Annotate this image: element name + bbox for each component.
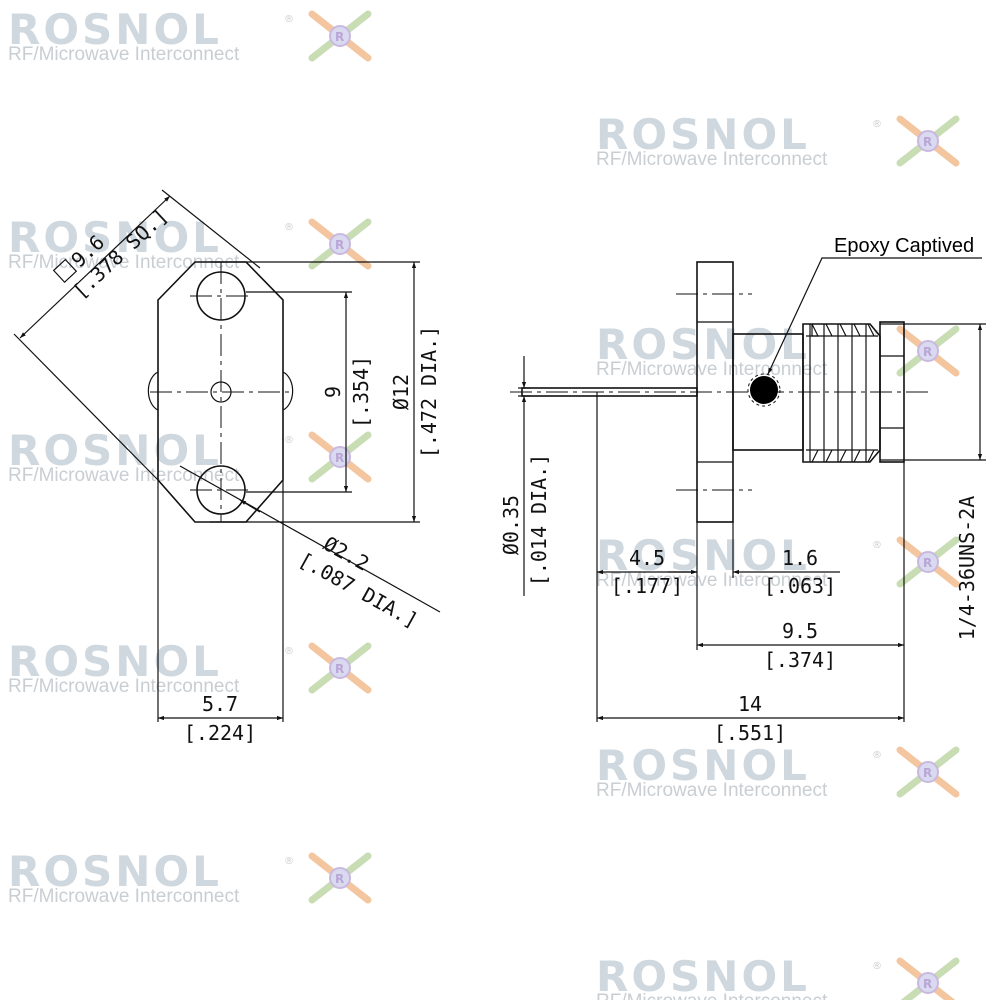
hole-leader-arrow xyxy=(239,499,261,513)
watermark-tagline: RF/Microwave Interconnect xyxy=(596,780,828,801)
watermark-registered: ® xyxy=(284,435,294,446)
side-boss-left xyxy=(147,371,159,411)
dim-diameter-in: [.472 DIA.] xyxy=(417,326,441,458)
hole-leader-line xyxy=(179,465,441,613)
side-view: Epoxy Captived 1/4-36UNS-2A Ø0.35 [.014 … xyxy=(499,235,986,745)
watermark-tagline: RF/Microwave Interconnect xyxy=(8,886,240,907)
watermark-registered: ® xyxy=(872,540,882,551)
thread-teeth xyxy=(806,323,878,463)
dim-width-in: [.224] xyxy=(184,721,256,745)
dim-overall-in: [.551] xyxy=(714,721,786,745)
watermark-registered: ® xyxy=(872,119,882,130)
watermark-tagline: RF/Microwave Interconnect xyxy=(596,991,828,1000)
watermark-registered: ® xyxy=(284,646,294,657)
watermark-layer: ROSNOL RF/Microwave Interconnect ® R ROS… xyxy=(8,5,960,1000)
watermark: ROSNOL RF/Microwave Interconnect ® R xyxy=(596,320,960,380)
epoxy-ring xyxy=(747,373,781,407)
sq-extension-1 xyxy=(161,189,261,269)
dim-pin-length-in: [.177] xyxy=(611,574,683,598)
svg-text:R: R xyxy=(335,30,344,44)
watermark-registered: ® xyxy=(284,222,294,233)
rosnol-logo-icon: R xyxy=(308,642,372,694)
watermark: ROSNOL RF/Microwave Interconnect ® R xyxy=(8,213,372,273)
rosnol-logo-icon: R xyxy=(308,218,372,270)
watermark-registered: ® xyxy=(284,14,294,25)
dim-spacing-mm: 9 xyxy=(321,386,345,398)
dim-pin-length-mm: 4.5 xyxy=(629,546,665,570)
watermark-brand: ROSNOL xyxy=(8,637,222,686)
watermark: ROSNOL RF/Microwave Interconnect ® R xyxy=(8,426,372,486)
thread-outline xyxy=(802,323,881,463)
side-boss-right xyxy=(282,371,294,411)
dim-body-mm: 9.5 xyxy=(782,619,818,643)
watermark-tagline: RF/Microwave Interconnect xyxy=(8,44,240,65)
svg-text:R: R xyxy=(923,977,932,991)
svg-text:R: R xyxy=(335,451,344,465)
dim-thread: 1/4-36UNS-2A xyxy=(955,496,979,641)
svg-text:R: R xyxy=(335,872,344,886)
watermark-brand: ROSNOL xyxy=(596,741,810,790)
svg-text:R: R xyxy=(923,345,932,359)
watermark-registered: ® xyxy=(872,961,882,972)
watermark: ROSNOL RF/Microwave Interconnect ® R xyxy=(8,637,372,697)
dim-diameter-mm: Ø12 xyxy=(389,374,413,410)
dim-flange-mm: 1.6 xyxy=(782,546,818,570)
svg-text:R: R xyxy=(335,238,344,252)
watermark-registered: ® xyxy=(872,750,882,761)
svg-text:R: R xyxy=(923,556,932,570)
rosnol-logo-icon: R xyxy=(896,957,960,1000)
watermark: ROSNOL RF/Microwave Interconnect ® R xyxy=(8,5,372,65)
dim-pin-dia-in: [.014 DIA.] xyxy=(527,454,551,586)
rosnol-logo-icon: R xyxy=(308,431,372,483)
watermark-registered: ® xyxy=(284,856,294,867)
epoxy-leader xyxy=(767,257,982,375)
epoxy-note: Epoxy Captived xyxy=(834,235,974,257)
square-symbol-icon xyxy=(52,258,78,284)
rosnol-logo-icon: R xyxy=(896,115,960,167)
dim-pin-dia-mm: Ø0.35 xyxy=(499,495,523,555)
watermark-brand: ROSNOL xyxy=(8,5,222,54)
dim-width-mm: 5.7 xyxy=(202,692,238,716)
watermark-tagline: RF/Microwave Interconnect xyxy=(8,465,240,486)
rosnol-logo-icon: R xyxy=(896,536,960,588)
epoxy-dot xyxy=(750,376,778,404)
watermark: ROSNOL RF/Microwave Interconnect ® R xyxy=(596,110,960,170)
watermark-brand: ROSNOL xyxy=(596,110,810,159)
rosnol-logo-icon: R xyxy=(308,852,372,904)
svg-text:R: R xyxy=(923,766,932,780)
dim-overall-mm: 14 xyxy=(738,692,762,716)
watermark-brand: ROSNOL xyxy=(596,320,810,369)
sq-dimension-line xyxy=(19,195,171,339)
watermark-tagline: RF/Microwave Interconnect xyxy=(8,676,240,697)
watermark-tagline: RF/Microwave Interconnect xyxy=(596,359,828,380)
svg-text:R: R xyxy=(923,135,932,149)
rosnol-logo-icon: R xyxy=(896,746,960,798)
watermark-tagline: RF/Microwave Interconnect xyxy=(596,570,828,591)
dim-body-in: [.374] xyxy=(764,648,836,672)
sq-extension-2 xyxy=(13,333,159,481)
watermark: ROSNOL RF/Microwave Interconnect ® R xyxy=(8,847,372,907)
dim-spacing-in: [.354] xyxy=(349,356,373,428)
watermark-brand: ROSNOL xyxy=(8,847,222,896)
rosnol-logo-icon: R xyxy=(308,10,372,62)
watermark-tagline: RF/Microwave Interconnect xyxy=(596,149,828,170)
svg-text:R: R xyxy=(335,662,344,676)
watermark: ROSNOL RF/Microwave Interconnect ® R xyxy=(596,952,960,1000)
watermark-registered: ® xyxy=(872,329,882,340)
rosnol-logo-icon: R xyxy=(896,325,960,377)
watermark-brand: ROSNOL xyxy=(596,952,810,1000)
watermark: ROSNOL RF/Microwave Interconnect ® R xyxy=(596,741,960,801)
dim-flange-in: [.063] xyxy=(764,574,836,598)
